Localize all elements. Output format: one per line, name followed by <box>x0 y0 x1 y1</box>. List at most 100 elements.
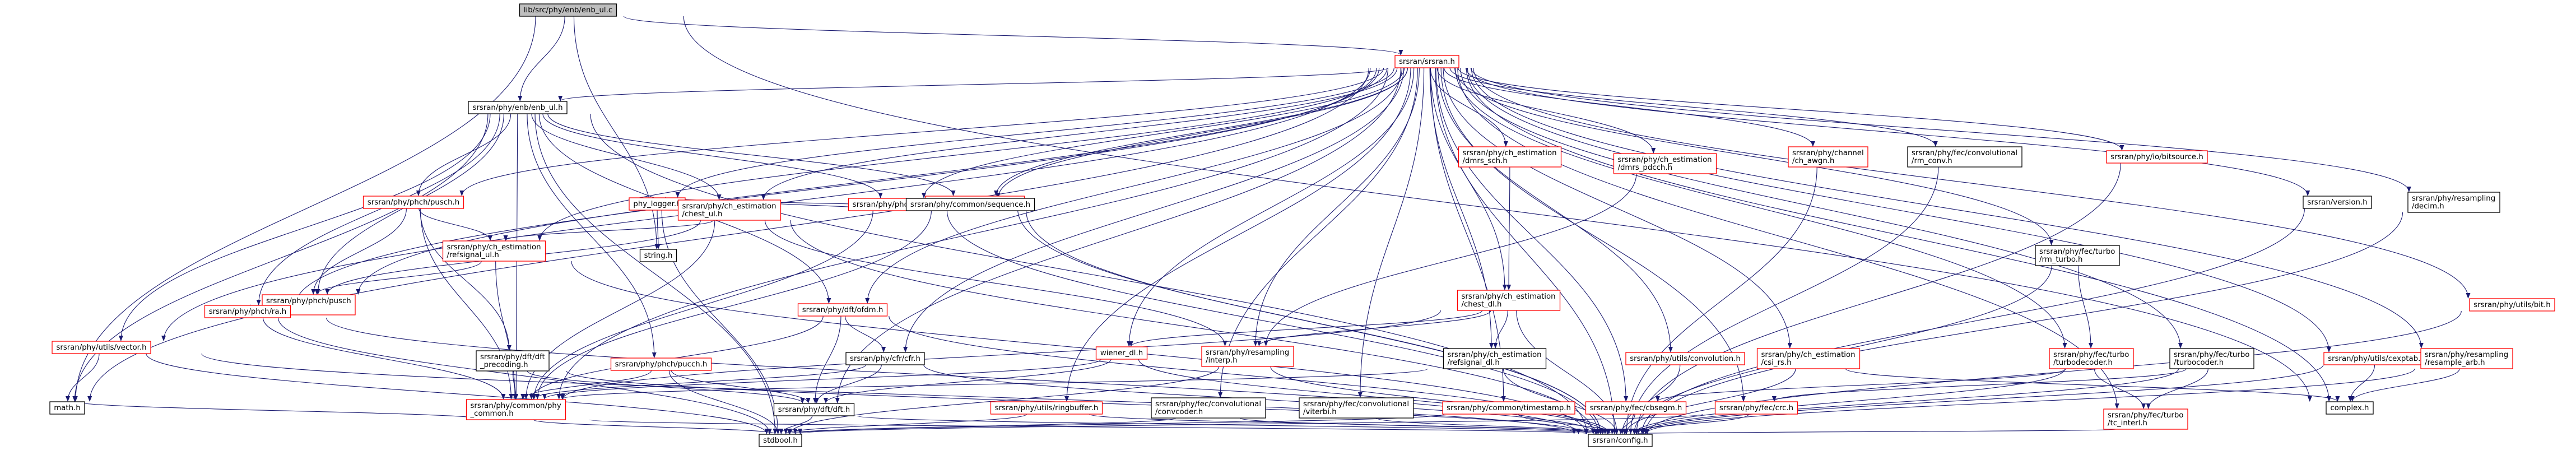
node-label: srsran/phy/ch_estimation <box>1618 156 1712 164</box>
edge-tc_interl-to-config <box>1635 428 2117 434</box>
edge-phy_common-to-stdbool <box>533 419 778 434</box>
edge-chest_dl-to-refsignal_dl <box>1493 310 1508 349</box>
node-decim[interactable]: srsran/phy/resampling/decim.h <box>2407 192 2500 213</box>
node-refsignal-dl[interactable]: srsran/phy/ch_estimation/refsignal_dl.h <box>1443 348 1547 369</box>
edge-srsran-to-ofdm <box>865 67 1402 304</box>
node-cexptab[interactable]: srsran/phy/utils/cexptab.h <box>2323 352 2430 365</box>
node-channel-awgn[interactable]: srsran/phy/channel/ch_awgn.h <box>1788 146 1868 168</box>
node-enb-ul[interactable]: srsran/phy/enb/enb_ul.h <box>468 101 568 114</box>
node-rm-turbo[interactable]: srsran/phy/fec/turbo/rm_turbo.h <box>2035 245 2120 266</box>
node-sequence[interactable]: srsran/phy/common/sequence.h <box>905 198 1035 211</box>
node-srsran[interactable]: srsran/srsran.h <box>1394 55 1459 68</box>
node-phch-pucch-inner[interactable]: srsran/phy/phch/pucch.h <box>610 357 712 371</box>
node-interp[interactable]: srsran/phy/resampling/interp.h <box>1201 346 1294 367</box>
node-cfr[interactable]: srsran/phy/cfr/cfr.h <box>845 352 925 365</box>
node-convolution[interactable]: srsran/phy/utils/convolution.h <box>1625 352 1745 365</box>
node-phy-logger[interactable]: phy_logger.h <box>629 197 686 211</box>
node-turbodecoder[interactable]: srsran/phy/fec/turbo/turbodecoder.h <box>2049 348 2134 369</box>
node-stdbool[interactable]: stdbool.h <box>759 434 802 447</box>
edge-phy_logger-to-string <box>655 210 661 249</box>
node-dmrs-sch[interactable]: srsran/phy/ch_estimation/dmrs_sch.h <box>1458 146 1562 168</box>
edge-phch_pucch_inner-to-phy_common <box>520 370 652 400</box>
edge-srsran-to-ringbuffer <box>1064 67 1411 402</box>
node-box <box>49 401 85 415</box>
node-box <box>1788 146 1868 168</box>
node-turbocoder[interactable]: srsran/phy/fec/turbo/turbocoder.h <box>2169 348 2254 369</box>
edge-enb_ul-to-math <box>72 113 489 402</box>
edge-decim-to-config <box>1643 212 2403 434</box>
node-phy-common[interactable]: srsran/phy/common/phy_common.h <box>466 399 566 420</box>
node-timestamp[interactable]: srsran/phy/common/timestamp.h <box>1442 401 1575 415</box>
node-label: /convcoder.h <box>1155 408 1203 416</box>
node-ofdm[interactable]: srsran/phy/dft/ofdm.h <box>797 303 888 317</box>
node-label: /dmrs_pdcch.h <box>1618 164 1673 172</box>
node-chest-ul[interactable]: srsran/phy/ch_estimation/chest_ul.h <box>677 199 782 221</box>
node-root[interactable]: lib/src/phy/enb/enb_ul.c <box>519 3 617 17</box>
node-ra[interactable]: srsran/phy/phch/ra.h <box>204 305 291 318</box>
node-box <box>1457 290 1561 311</box>
node-config[interactable]: srsran/config.h <box>1588 434 1653 447</box>
edge-dft_precoding-to-phy_common <box>512 370 518 400</box>
edge-chest_ul-to-interp <box>764 220 1227 346</box>
node-box <box>1299 397 1414 419</box>
node-label: srsran/phy/dft/dft.h <box>778 406 850 414</box>
edge-enb_ul-to-phch_pucch_inner <box>527 113 657 358</box>
node-resample-arb[interactable]: srsran/phy/resampling/resample_arb.h <box>2420 348 2513 369</box>
node-chest-dl[interactable]: srsran/phy/ch_estimation/chest_dl.h <box>1457 290 1561 311</box>
edge-pucch-to-phy_common <box>532 210 873 400</box>
edge-vector-to-stdbool <box>146 353 769 434</box>
edge-srsran-to-dmrs_sch <box>1430 67 1508 147</box>
node-version[interactable]: srsran/version.h <box>2303 196 2372 209</box>
node-label: /decim.h <box>2412 202 2444 211</box>
node-complex[interactable]: complex.h <box>2326 401 2374 415</box>
edge-srsran-to-decim <box>1470 67 2411 192</box>
node-label: /rm_conv.h <box>1912 157 1952 165</box>
edge-srsran-to-resample_arb <box>1471 67 2424 349</box>
node-crc[interactable]: srsran/phy/fec/crc.h <box>1714 401 1798 415</box>
node-viterbi[interactable]: srsran/phy/fec/convolutional/viterbi.h <box>1299 397 1414 419</box>
node-refsignal-ul[interactable]: srsran/phy/ch_estimation/refsignal_ul.h <box>442 240 546 262</box>
node-box <box>2303 196 2372 209</box>
edge-chest_dl-to-phy_common <box>560 310 1441 400</box>
edge-refsignal_dl-to-phy_common <box>560 368 1428 400</box>
node-bit[interactable]: srsran/phy/utils/bit.h <box>2469 298 2555 312</box>
node-box <box>797 303 888 317</box>
node-bitsource[interactable]: srsran/phy/io/bitsource.h <box>2106 150 2208 164</box>
edge-convcoder-to-config <box>1239 417 1610 434</box>
edge-turbocoder-to-config <box>1636 368 2179 434</box>
node-vector[interactable]: srsran/phy/utils/vector.h <box>52 341 151 354</box>
node-ringbuffer[interactable]: srsran/phy/utils/ringbuffer.h <box>990 401 1103 415</box>
node-pusch[interactable]: srsran/phy/phch/pusch.h <box>362 196 464 209</box>
node-label: srsran/phy/common/sequence.h <box>910 201 1030 209</box>
edge-turbocoder-to-tc_interl <box>2146 368 2208 409</box>
edge-dmrs_sch-to-chest_dl <box>1506 166 1512 290</box>
edge-srsran-to-pucch <box>922 67 1405 198</box>
edge-enb_ul-to-ra <box>256 113 500 305</box>
edge-viterbi-to-config <box>1376 417 1615 434</box>
node-label: /chest_ul.h <box>682 210 723 219</box>
node-box <box>845 352 925 365</box>
edge-chest_ul-to-phy_common <box>524 220 715 400</box>
node-wiener[interactable]: wiener_dl.h <box>1095 346 1148 360</box>
edge-phy_common-to-math <box>72 401 487 420</box>
node-math[interactable]: math.h <box>49 401 85 415</box>
node-csi-rs[interactable]: srsran/phy/ch_estimation/csi_rs.h <box>1756 348 1861 369</box>
node-tc-interl[interactable]: srsran/phy/fec/turbo/tc_interl.h <box>2103 408 2188 430</box>
node-dft[interactable]: srsran/phy/dft/dft.h <box>773 403 855 416</box>
node-dmrs-pdcch[interactable]: srsran/phy/ch_estimation/dmrs_pdcch.h <box>1613 153 1717 174</box>
edge-crc-to-config <box>1622 414 1750 434</box>
node-box <box>1756 348 1861 369</box>
edge-refsignal_ul-to-phy_common <box>495 261 518 400</box>
node-rm-conv[interactable]: srsran/phy/fec/convolutional/rm_conv.h <box>1907 146 2022 168</box>
node-string[interactable]: string.h <box>639 249 677 262</box>
include-edges <box>66 16 2471 434</box>
node-label: srsran/phy/ch_estimation <box>1761 351 1856 359</box>
node-cbsegm[interactable]: srsran/phy/fec/cbsegm.h <box>1585 401 1687 415</box>
node-box <box>466 399 566 420</box>
node-box <box>2103 408 2188 430</box>
node-dft-precoding[interactable]: srsran/phy/dft/dft_precoding.h <box>476 350 550 372</box>
edge-phy_logger-to-stdbool <box>661 210 780 434</box>
node-convcoder[interactable]: srsran/phy/fec/convolutional/convcoder.h <box>1151 397 1266 419</box>
node-label: phy_logger.h <box>633 200 681 208</box>
node-label: srsran/phy/fec/convolutional <box>1303 400 1409 408</box>
